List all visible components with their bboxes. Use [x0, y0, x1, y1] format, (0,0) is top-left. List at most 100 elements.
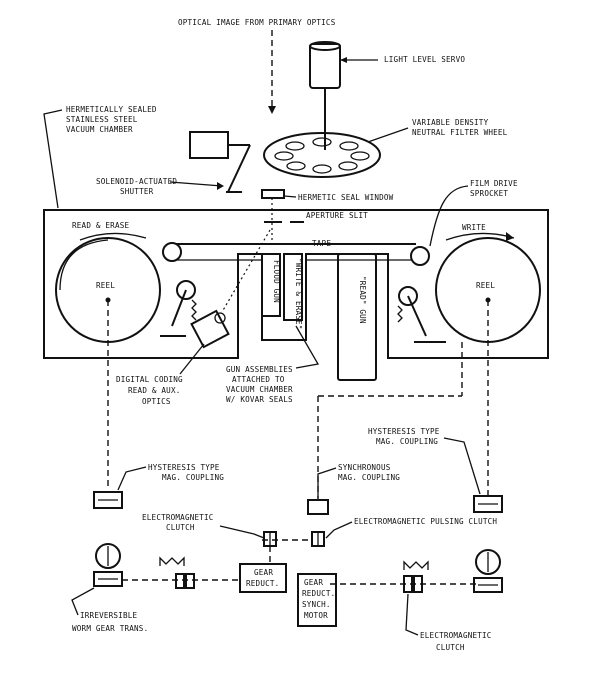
vacuum-chamber-label-1: HERMETICALLY SEALED — [66, 105, 157, 114]
right-torque-motor — [475, 549, 501, 575]
light-level-servo-label: LIGHT LEVEL SERVO — [384, 55, 465, 64]
write-erase-gun-label: "WRITE & ERASE" — [294, 258, 303, 330]
right-shaft-clutch — [403, 575, 423, 593]
write-erase-gun — [283, 253, 303, 321]
right-sprocket — [410, 246, 430, 266]
right-tension-arm — [407, 295, 427, 337]
chamber-leader — [43, 109, 63, 209]
write-arrow-icon — [506, 232, 514, 241]
filter-wheel-holes — [274, 137, 370, 174]
em-pulsing-clutch — [311, 531, 325, 547]
em-clutch-leader — [219, 525, 265, 539]
left-tension-arm — [171, 289, 187, 327]
digital-coding-optics — [190, 309, 230, 349]
worm-leader — [71, 587, 95, 616]
gun-leader — [295, 325, 320, 369]
right-spring — [397, 305, 403, 323]
sync-leader — [317, 467, 337, 498]
read-gun — [337, 253, 377, 381]
sync-label-2: MAG. COUPLING — [338, 473, 400, 482]
flood-gun-label: FLOOD GUN — [272, 260, 281, 303]
worm-gear-label-1: IRREVERSIBLE — [80, 611, 137, 620]
em-pulsing-label: ELECTROMAGNETIC PULSING CLUTCH — [354, 517, 497, 526]
shutter-label-1: SOLENOID-ACTUATED — [96, 177, 177, 186]
shutter-arm — [227, 144, 251, 193]
right-reel — [435, 237, 541, 343]
gear-reduct-label-2: REDUCT. — [246, 579, 279, 588]
servo-top — [309, 41, 341, 51]
motor-label-1: GEAR — [304, 578, 323, 587]
motor-label-2: REDUCT. — [302, 589, 335, 598]
read-arc — [79, 232, 147, 241]
em-clutch-bottom-label-1: ELECTROMAGNETIC — [420, 631, 492, 640]
sync-label-1: SYNCHRONOUS — [338, 463, 391, 472]
read-erase-label: READ & ERASE — [72, 221, 129, 230]
worm-gear-label-2: WORM GEAR TRANS. — [72, 624, 148, 633]
right-clutch-coil — [403, 560, 429, 570]
sprocket-leader — [429, 185, 469, 247]
left-hysteresis-coupling — [93, 491, 123, 509]
vacuum-chamber — [43, 209, 549, 359]
hyst-left-label-1: HYSTERESIS TYPE — [148, 463, 220, 472]
optical-arrow-icon — [268, 106, 276, 114]
left-reel — [55, 237, 161, 343]
shutter-solenoid — [189, 131, 229, 159]
pulsing-leader — [325, 521, 353, 539]
filter-leader — [367, 127, 409, 143]
neutral-filter-wheel — [263, 132, 381, 178]
seal-leader — [283, 195, 297, 198]
gun-assemblies-label-1: GUN ASSEMBLIES — [226, 365, 293, 374]
gun-assemblies-label-3: VACUUM CHAMBER — [226, 385, 293, 394]
optical-image-label: OPTICAL IMAGE FROM PRIMARY OPTICS — [178, 18, 336, 27]
right-worm-gear — [473, 577, 503, 593]
hyst-left-leader — [117, 466, 147, 491]
hyst-right-label-2: MAG. COUPLING — [376, 437, 438, 446]
synchronous-coupling — [307, 499, 329, 515]
film-drive-label-2: SPROCKET — [470, 189, 508, 198]
left-reel-tape — [59, 239, 109, 291]
gun-assemblies-label-4: W/ KOVAR SEALS — [226, 395, 293, 404]
left-worm-gear — [93, 571, 123, 587]
filter-wheel-label-2: NEUTRAL FILTER WHEEL — [412, 128, 508, 137]
seal-window-label: HERMETIC SEAL WINDOW — [298, 193, 394, 202]
gun-assemblies-label-2: ATTACHED TO — [232, 375, 285, 384]
hyst-right-leader — [443, 437, 481, 495]
shutter-label-2: SHUTTER — [120, 187, 154, 196]
optics-beam — [221, 229, 271, 313]
hyst-right-label-1: HYSTERESIS TYPE — [368, 427, 440, 436]
coding-leader — [179, 343, 205, 375]
left-reel-label: REEL — [96, 281, 115, 290]
em-clutch-top-label-1: ELECTROMAGNETIC — [142, 513, 214, 522]
right-reel-label: REEL — [476, 281, 495, 290]
servo-arrow-icon — [340, 57, 347, 63]
clutch-bottom-leader — [405, 593, 419, 636]
hyst-left-label-2: MAG. COUPLING — [162, 473, 224, 482]
motor-label-4: MOTOR — [304, 611, 328, 620]
film-drive-label-1: FILM DRIVE — [470, 179, 518, 188]
vacuum-chamber-label-3: VACUUM CHAMBER — [66, 125, 133, 134]
em-clutch-top-label-2: CLUTCH — [166, 523, 195, 532]
gear-reduct-box — [239, 563, 287, 593]
write-label: WRITE — [462, 223, 486, 232]
aperture-slit-label: APERTURE SLIT — [306, 211, 368, 220]
left-spring — [191, 299, 197, 321]
right-hysteresis-coupling — [473, 495, 503, 513]
read-gun-label: "READ" GUN — [358, 276, 367, 324]
em-clutch-top — [263, 531, 277, 547]
gear-reduct-synch-motor — [297, 573, 337, 627]
digital-coding-label-1: DIGITAL CODING — [116, 375, 183, 384]
em-clutch-bottom-label-2: CLUTCH — [436, 643, 465, 652]
left-shaft-clutch — [175, 573, 195, 589]
digital-coding-label-3: OPTICS — [142, 397, 171, 406]
left-torque-motor — [95, 543, 121, 569]
left-capstan — [162, 242, 182, 262]
flood-gun — [261, 253, 281, 317]
shutter-arrow-icon — [217, 182, 224, 190]
hermetic-seal-window — [261, 189, 285, 199]
vacuum-chamber-label-2: STAINLESS STEEL — [66, 115, 138, 124]
gear-reduct-label-1: GEAR — [254, 568, 273, 577]
left-clutch-coil — [159, 556, 185, 566]
shutter-leader — [169, 181, 223, 187]
digital-coding-label-2: READ & AUX. — [128, 386, 181, 395]
